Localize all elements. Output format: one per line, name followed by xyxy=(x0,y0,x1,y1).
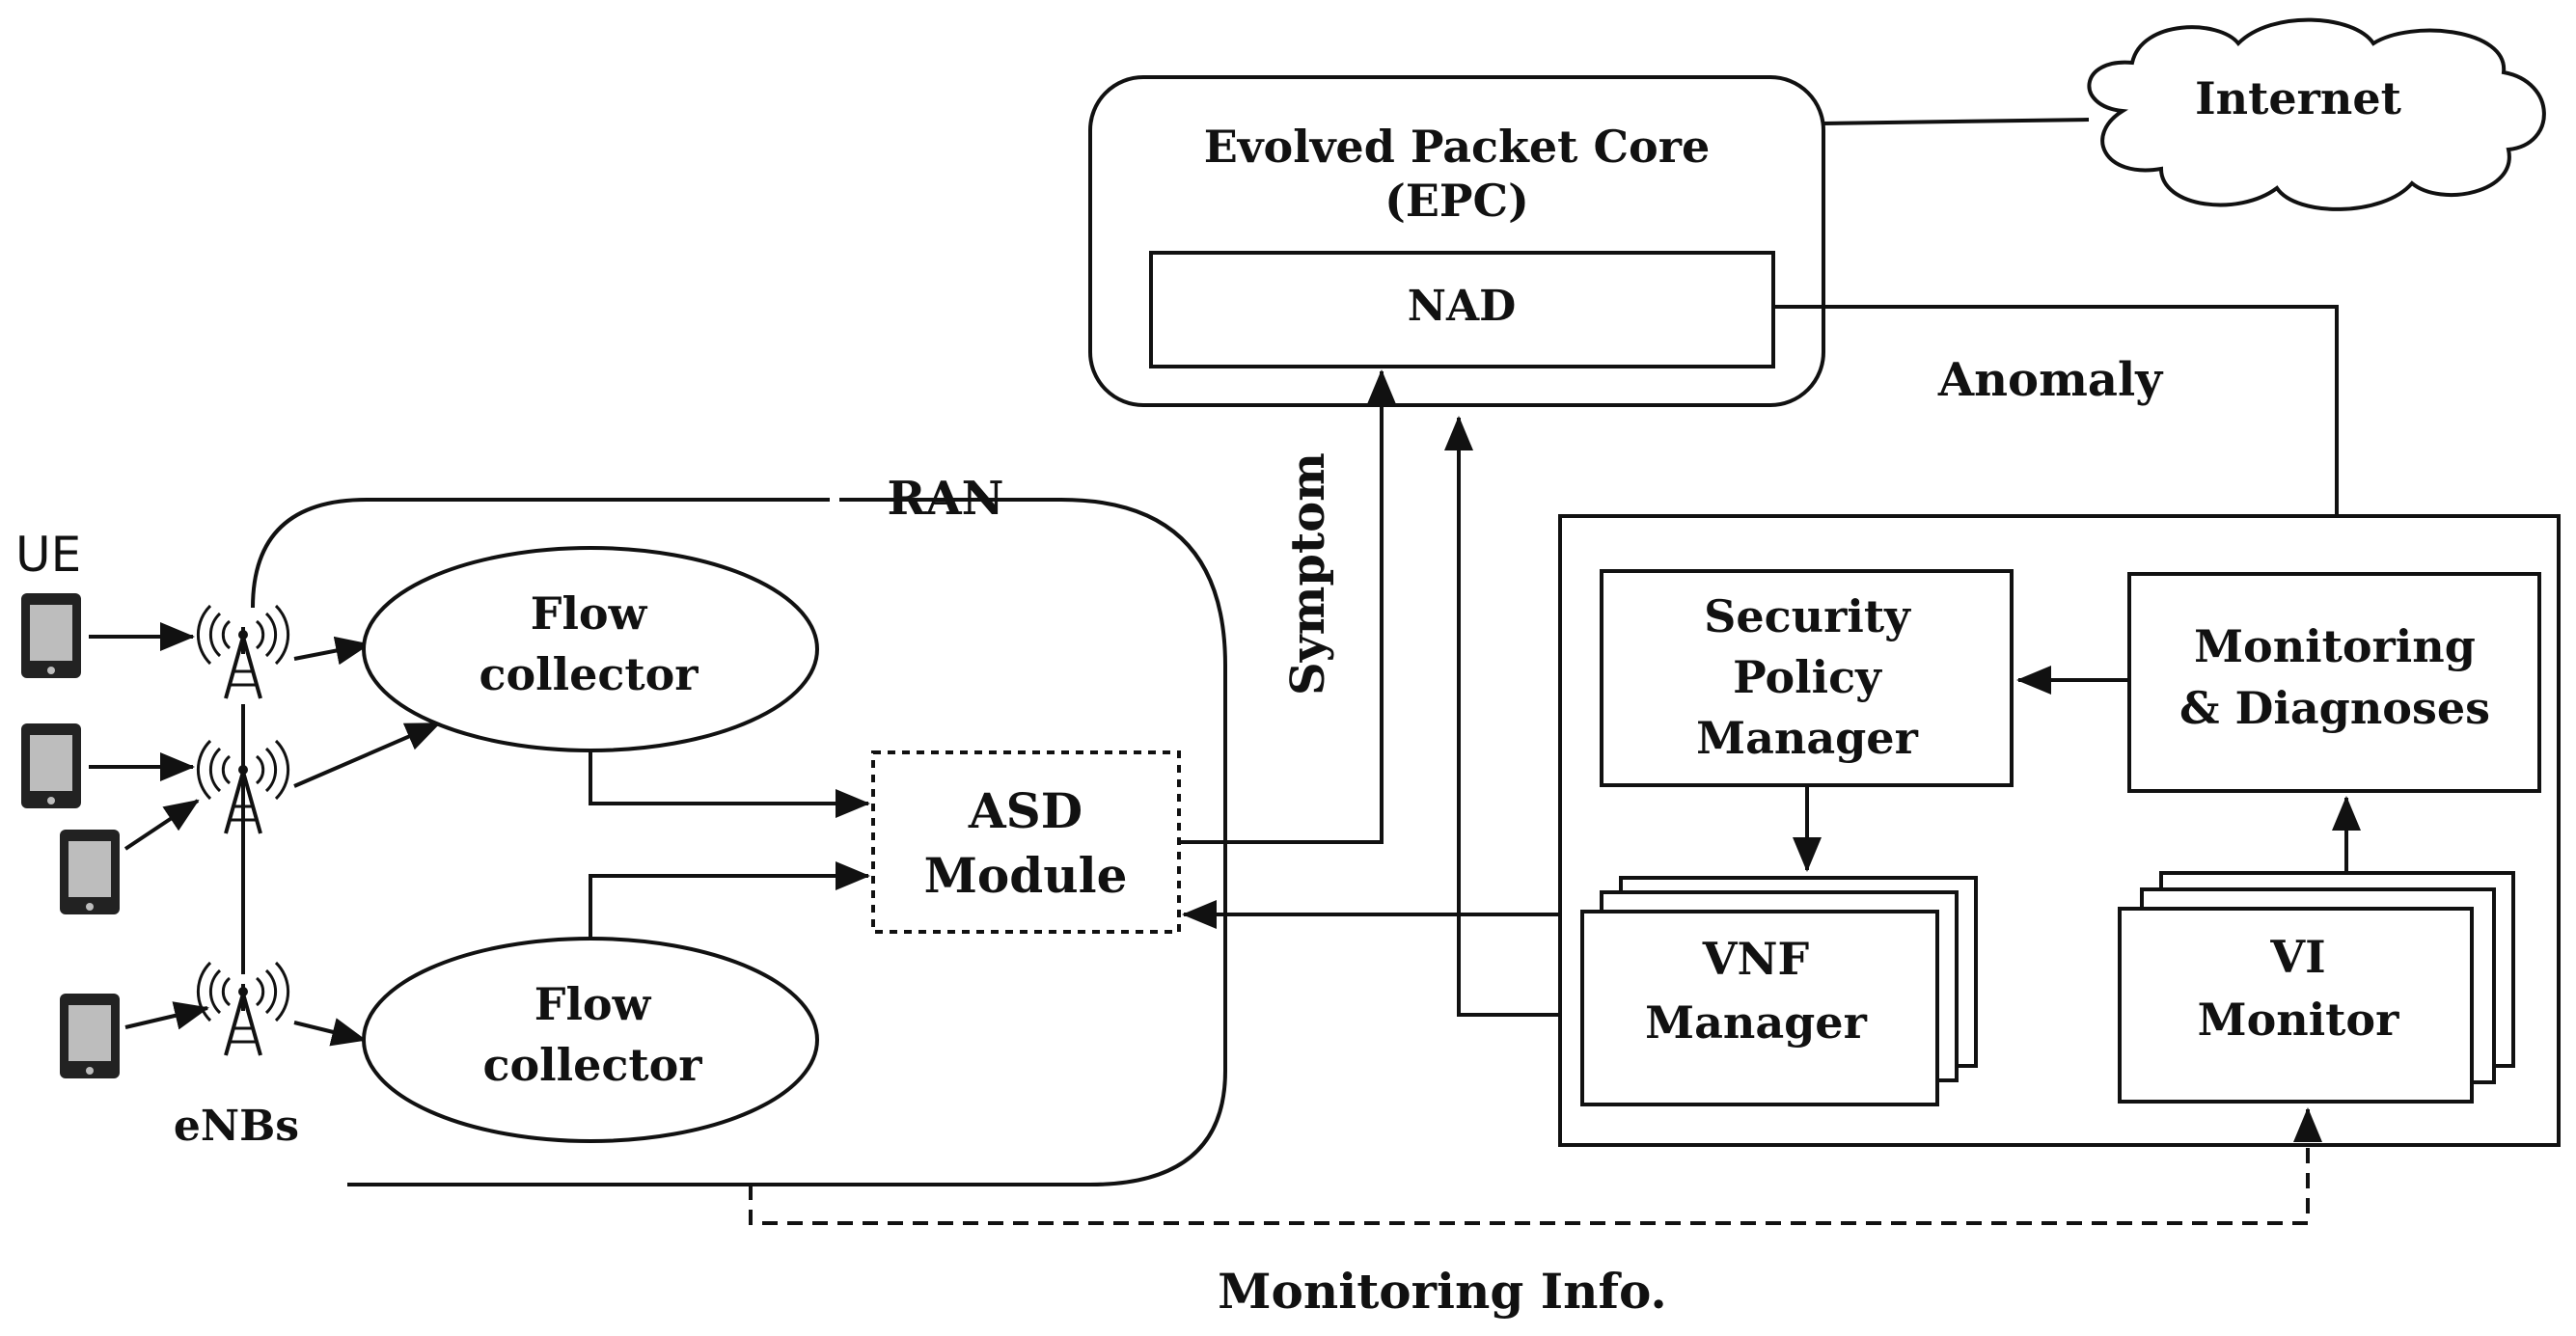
asd-line1: ASD xyxy=(968,782,1082,839)
enb-tower-1-icon xyxy=(196,604,290,700)
ue-label: UE xyxy=(15,527,81,583)
enb-tower-3-icon xyxy=(196,961,290,1057)
enb2-to-flow-collector-top-arrow xyxy=(293,722,441,788)
ue-device-3-icon xyxy=(60,830,120,914)
ue-device-2-icon xyxy=(21,723,81,808)
epc-block: Evolved Packet Core (EPC) NAD xyxy=(1088,75,1825,407)
symptom-label: Symptom xyxy=(1281,452,1335,695)
monitoring-info-label: Monitoring Info. xyxy=(1218,1263,1667,1320)
md-line2: & Diagnoses xyxy=(2179,682,2490,734)
monitoring-diagnoses-box: Monitoring & Diagnoses xyxy=(2127,572,2541,793)
anomaly-arrow xyxy=(1773,305,2351,571)
md-line1: Monitoring xyxy=(2194,620,2476,672)
ran-label: RAN xyxy=(887,472,1003,526)
epc-title-line2: (EPC) xyxy=(1384,175,1529,227)
vnf-line2: Manager xyxy=(1645,996,1867,1049)
internet-cloud: Internet xyxy=(2087,17,2546,211)
flow-collector-top: Flow collector xyxy=(362,546,819,752)
nad-box: NAD xyxy=(1149,251,1775,368)
vnf-line1: VNF xyxy=(1702,933,1810,985)
vi-monitor-stack: VI Monitor xyxy=(2118,871,2515,1104)
flow-collector-bottom-line1: Flow xyxy=(534,978,652,1030)
asd-module: ASD Module xyxy=(871,750,1181,934)
enbs-label: eNBs xyxy=(174,1102,299,1151)
flow-collector-bottom: Flow collector xyxy=(362,937,819,1143)
vi-line1: VI xyxy=(2269,931,2325,983)
ue-device-1-icon xyxy=(21,593,81,678)
spm-line3: Manager xyxy=(1696,712,1918,764)
flow-collector-bottom-line2: collector xyxy=(482,1039,702,1091)
flow-collector-top-line2: collector xyxy=(479,648,699,700)
spm-line1: Security xyxy=(1704,590,1911,642)
vnf-manager-stack: VNF Manager xyxy=(1580,876,1978,1106)
vnf-manager-to-nad-arrow xyxy=(1444,416,1582,1017)
ue3-to-enb2-arrow xyxy=(123,799,200,851)
ran-enclosure: RAN xyxy=(251,472,1227,1186)
epc-title-line1: Evolved Packet Core xyxy=(1204,121,1711,173)
monitoring-info-arrow xyxy=(749,1107,2322,1225)
enb3-to-flow-collector-bottom-arrow xyxy=(293,1018,367,1047)
nad-label: NAD xyxy=(1408,282,1517,331)
epc-internet-link xyxy=(1822,118,2090,125)
flow-collector-top-to-asd-arrow xyxy=(589,750,870,818)
anomaly-label: Anomaly xyxy=(1937,353,2164,407)
enb1-to-flow-collector-top-arrow xyxy=(293,636,370,666)
ue-device-4-icon xyxy=(60,994,120,1078)
ue4-to-enb3-arrow xyxy=(124,1001,209,1030)
symptom-arrow xyxy=(1179,369,1396,844)
asd-line2: Module xyxy=(924,847,1128,904)
flow-collector-top-line1: Flow xyxy=(531,587,648,640)
flow-collector-bottom-to-asd-arrow xyxy=(589,861,870,939)
security-policy-manager-box: Security Policy Manager xyxy=(1600,569,2014,787)
internet-label: Internet xyxy=(2195,72,2401,124)
spm-line2: Policy xyxy=(1733,651,1882,703)
vi-line2: Monitor xyxy=(2198,994,2399,1046)
